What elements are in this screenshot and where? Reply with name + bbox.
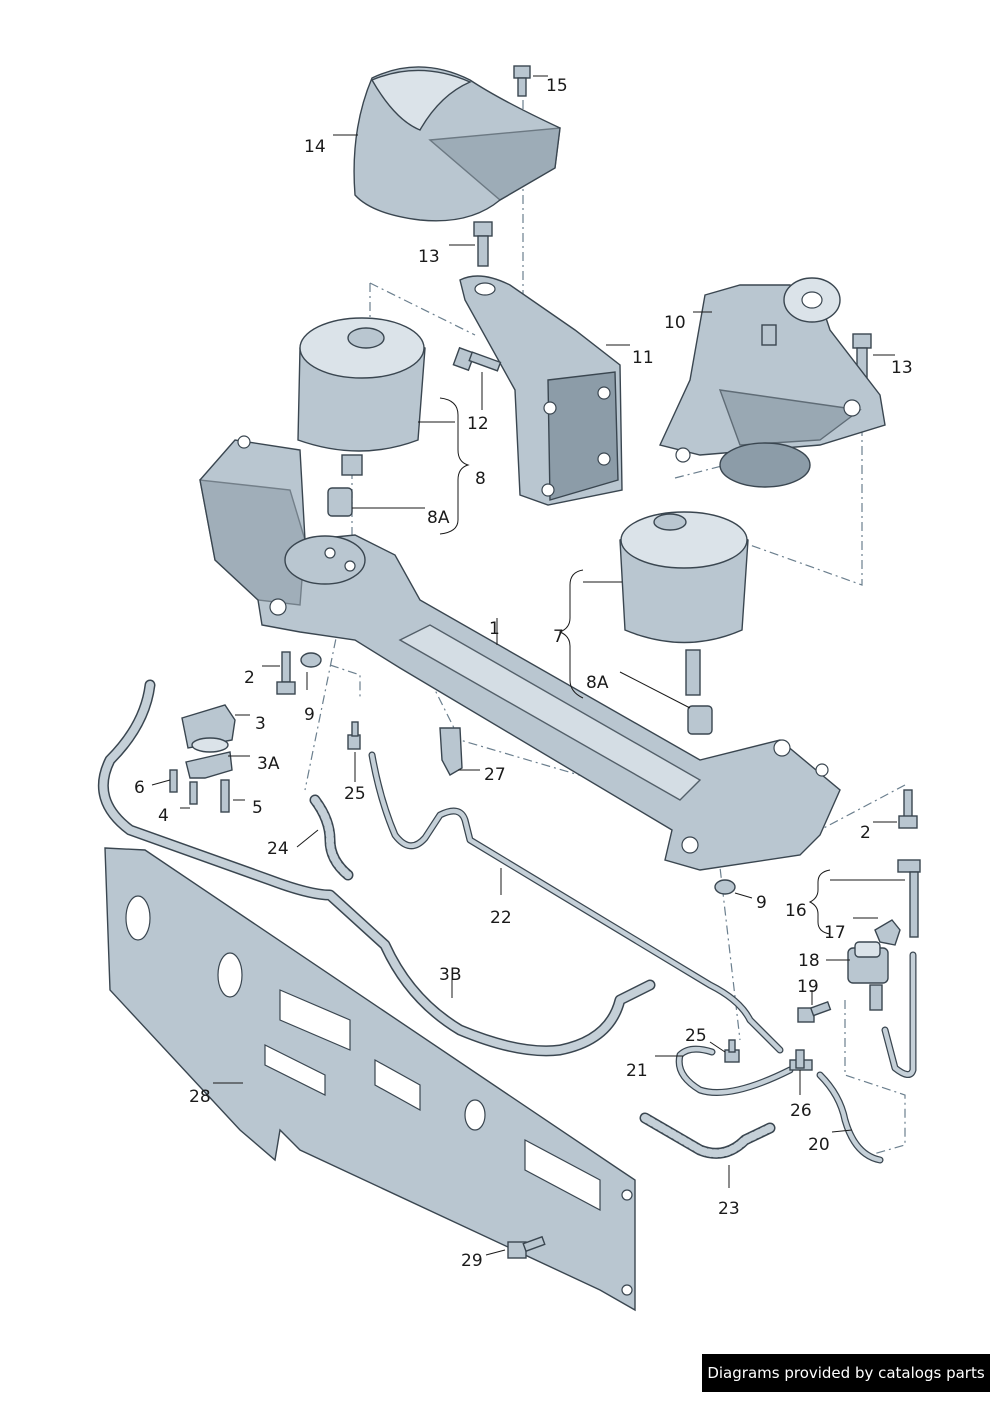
callout-28: 28 [189, 1087, 211, 1107]
clamp-3a [185, 751, 233, 779]
heat-shield [353, 66, 561, 222]
connector-25-left [347, 721, 361, 750]
engine-bracket-10 [659, 277, 886, 488]
callout-3b: 3B [439, 965, 461, 985]
callout-7: 7 [553, 627, 564, 647]
screw-5 [220, 779, 230, 813]
t-piece-26 [789, 1049, 813, 1071]
callout-16: 16 [785, 901, 807, 921]
callouts: 15 14 13 10 11 13 12 8 8A 7 1 8A 2 9 3 3… [134, 76, 913, 1271]
callout-13-upper: 13 [418, 247, 440, 267]
subframe [199, 435, 841, 871]
engine-bracket [459, 275, 623, 506]
leader-lines [151, 75, 905, 1256]
callout-25-right: 25 [685, 1026, 707, 1046]
callout-8: 8 [475, 469, 486, 489]
callout-9-right: 9 [756, 893, 767, 913]
screw-6 [169, 769, 178, 793]
engine-mount-8 [297, 317, 426, 476]
callout-27: 27 [484, 765, 506, 785]
callout-20: 20 [808, 1135, 830, 1155]
nut-9-right [714, 879, 736, 895]
bolt-13-upper [473, 221, 493, 267]
callout-1: 1 [489, 619, 500, 639]
callout-24: 24 [267, 839, 289, 859]
bolt-29 [507, 1235, 546, 1259]
connector-25-right [724, 1039, 740, 1063]
callout-3: 3 [255, 714, 266, 734]
callout-11: 11 [632, 348, 654, 368]
engine-mount-7 [619, 511, 749, 696]
callout-29: 29 [461, 1251, 483, 1271]
callout-17: 17 [824, 923, 846, 943]
vacuum-line-22 [368, 751, 784, 1054]
heat-shield-plate-28 [104, 847, 636, 1312]
callout-23: 23 [718, 1199, 740, 1219]
callout-18: 18 [798, 951, 820, 971]
spacer-8a-right [687, 705, 713, 735]
bolt-12 [452, 346, 502, 372]
hose-20 [816, 951, 917, 1164]
callout-12: 12 [467, 414, 489, 434]
callout-8a-right: 8A [586, 673, 609, 693]
corrugated-hose-24 [309, 794, 354, 881]
callout-2-right: 2 [860, 823, 871, 843]
callout-2-left: 2 [244, 668, 255, 688]
callout-13-right: 13 [891, 358, 913, 378]
callout-21: 21 [626, 1061, 648, 1081]
callout-6: 6 [134, 778, 145, 798]
callout-9-left: 9 [304, 705, 315, 725]
callout-22: 22 [490, 908, 512, 928]
callout-15: 15 [546, 76, 568, 96]
clip-17 [874, 919, 901, 946]
screw-4 [189, 781, 198, 805]
callout-14: 14 [304, 137, 326, 157]
bolt-15 [513, 65, 531, 97]
callout-10: 10 [664, 313, 686, 333]
callout-25-left: 25 [344, 784, 366, 804]
clamp-3 [181, 704, 236, 753]
callout-3a: 3A [257, 754, 280, 774]
bolt-2-left [276, 651, 296, 695]
spacer-8a-left [327, 487, 353, 517]
corrugated-hose-23 [639, 1112, 776, 1159]
screw-19 [797, 1000, 832, 1023]
clip-27 [439, 727, 463, 776]
callout-4: 4 [158, 806, 169, 826]
callout-8a-left: 8A [427, 508, 450, 528]
callout-19: 19 [797, 977, 819, 997]
vacuum-line-3b [97, 679, 656, 1057]
nut-9-left [300, 652, 322, 668]
callout-5: 5 [252, 798, 263, 818]
pipe-16 [897, 859, 921, 938]
valve-18 [847, 941, 889, 1011]
hose-21 [675, 1045, 794, 1096]
watermark-banner: Diagrams provided by catalogs parts [702, 1354, 990, 1392]
callout-26: 26 [790, 1101, 812, 1121]
bolt-2-right [898, 789, 918, 829]
